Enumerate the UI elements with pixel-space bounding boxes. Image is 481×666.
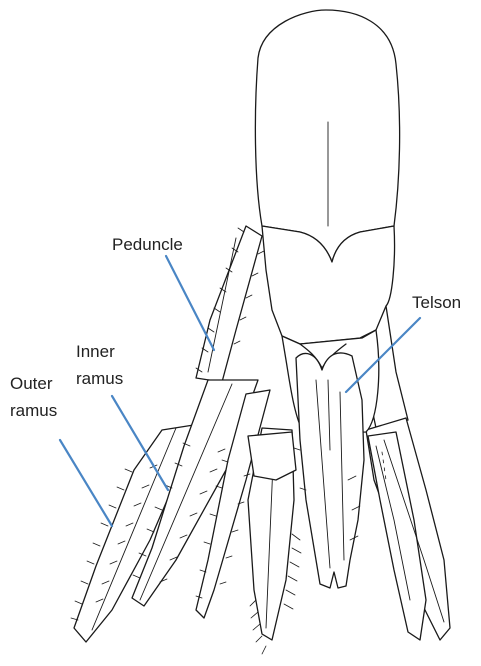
telson-body (296, 353, 364, 588)
outer-ramus-label-line2: ramus (10, 401, 57, 420)
outer-ramus-label-line1: Outer (10, 374, 53, 393)
telson-label: Telson (412, 293, 461, 312)
left-basal-plate (248, 432, 296, 480)
inner-ramus-label-line1: Inner (76, 342, 115, 361)
left-uropod-peduncle (196, 226, 262, 382)
peduncle-label: Peduncle (112, 235, 183, 254)
inner-ramus-label-line2: ramus (76, 369, 123, 388)
peduncle-leader-line (166, 256, 214, 350)
outer-ramus-leader-line (60, 440, 112, 526)
upper-body-segment (255, 10, 399, 262)
